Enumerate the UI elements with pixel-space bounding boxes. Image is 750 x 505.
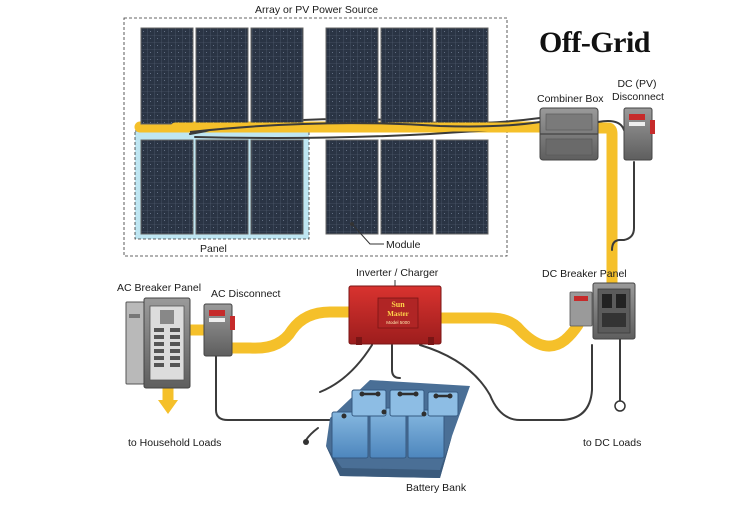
module-bottom-5 [380, 139, 434, 235]
dc-loads-terminal [614, 400, 626, 412]
array-cable-overlay [189, 121, 541, 133]
module-bottom-2 [195, 139, 249, 235]
label-panel: Panel [200, 243, 227, 255]
inverter-brand-line2: Master [387, 310, 408, 318]
dc-breaker-panel[interactable] [569, 282, 636, 340]
combiner-box[interactable] [539, 107, 599, 161]
label-module: Module [386, 239, 421, 251]
module-top-6 [435, 27, 489, 125]
inverter-to-dc-panel-wire [434, 312, 584, 352]
label-dc-pv-disconnect-1: DC (PV) [617, 78, 657, 90]
inverter-to-ac-disconnect-wire [226, 306, 356, 354]
inverter-charger[interactable]: Sun Master Model 5000 [348, 285, 442, 345]
array-boundary [123, 17, 508, 257]
label-array: Array or PV Power Source [255, 4, 379, 16]
inverter-brand-line1: Sun [391, 300, 405, 309]
label-ac-disconnect: AC Disconnect [211, 288, 281, 300]
ac-breakers [154, 328, 180, 367]
household-arrow [158, 400, 178, 414]
label-dc-pv-disconnect-2: Disconnect [612, 91, 664, 103]
module-leader-dot [350, 222, 354, 226]
battery-bank[interactable] [326, 380, 470, 478]
module-top-5 [380, 27, 434, 125]
module-bottom-4 [325, 139, 379, 235]
module-leader [351, 223, 384, 245]
label-dc-loads: to DC Loads [583, 437, 642, 449]
label-battery-bank: Battery Bank [406, 482, 467, 494]
module-bottom-6 [435, 139, 489, 235]
label-inverter-charger: Inverter / Charger [356, 267, 439, 279]
module-top-4 [325, 27, 379, 125]
battery-ground-terminal [303, 439, 309, 445]
module-top-2 [195, 27, 249, 125]
label-dc-breaker-panel: DC Breaker Panel [542, 268, 627, 280]
label-ac-breaker-panel: AC Breaker Panel [117, 282, 202, 294]
solar-modules[interactable] [140, 27, 489, 235]
ac-breaker-panel[interactable] [125, 297, 191, 389]
inverter-model: Model 5000 [386, 320, 410, 325]
module-top-1 [140, 27, 194, 125]
module-bottom-3 [250, 139, 304, 235]
ac-disconnect[interactable] [203, 303, 235, 357]
label-combiner-box: Combiner Box [537, 93, 604, 105]
diagram-title: Off-Grid [539, 26, 650, 59]
module-bottom-1 [140, 139, 194, 235]
combiner-to-disconnect-wire [592, 122, 618, 166]
label-household-loads: to Household Loads [128, 437, 222, 449]
dc-pv-disconnect[interactable] [623, 107, 655, 161]
module-top-3 [250, 27, 304, 125]
